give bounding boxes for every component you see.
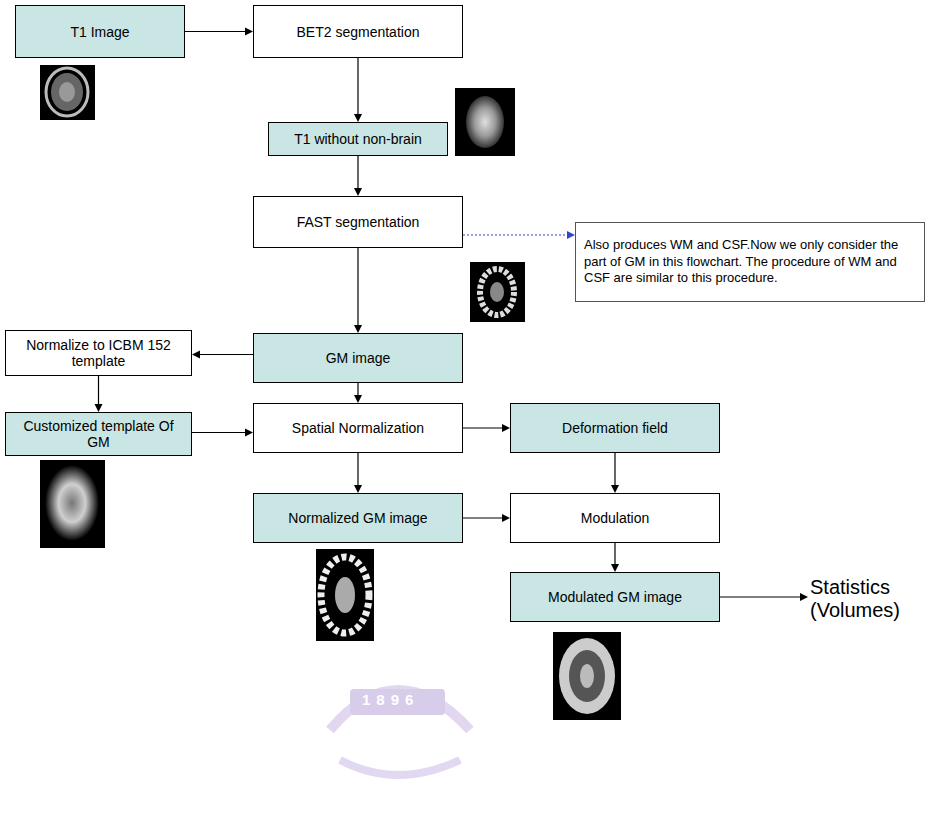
data-box: Normalized GM image: [253, 493, 463, 543]
flow-arrow: [354, 383, 362, 403]
box-text: Spatial Normalization: [292, 420, 424, 436]
process-box: FAST segmentation: [253, 196, 463, 248]
flow-arrow: [185, 28, 253, 36]
brain-thumbnail: [455, 88, 515, 156]
data-box: T1 without non-brain: [268, 122, 448, 156]
box-text: T1 without non-brain: [294, 131, 422, 147]
flow-arrow: [611, 543, 619, 572]
flow-arrow: [192, 351, 253, 359]
box-text: Normalized GM image: [288, 510, 427, 526]
process-box: Spatial Normalization: [253, 403, 463, 453]
process-box: Normalize to ICBM 152 template: [5, 330, 192, 376]
normalized-thumbnail: [316, 549, 374, 641]
data-box: Deformation field: [510, 403, 720, 453]
box-text: Deformation field: [562, 420, 668, 436]
box-text: Statistics (Volumes): [810, 576, 920, 622]
template-thumbnail: [40, 460, 105, 548]
data-box: Modulated GM image: [510, 572, 720, 622]
box-text: Modulation: [581, 510, 650, 526]
flow-arrow: [354, 248, 362, 333]
data-box: GM image: [253, 333, 463, 383]
output-text: Statistics (Volumes): [808, 572, 922, 626]
t1-thumbnail: [40, 65, 95, 120]
box-text: Also produces WM and CSF.Now we only con…: [584, 237, 916, 288]
flow-arrow: [95, 376, 103, 412]
box-text: Customized template Of GM: [12, 418, 185, 450]
box-text: FAST segmentation: [297, 214, 420, 230]
flow-arrow: [354, 453, 362, 493]
note-box: Also produces WM and CSF.Now we only con…: [575, 222, 925, 302]
box-text: Modulated GM image: [548, 589, 682, 605]
watermark-logo: [330, 689, 470, 775]
watermark-text: 1896: [362, 691, 419, 708]
process-box: Modulation: [510, 493, 720, 543]
flow-arrow: [354, 58, 362, 122]
flow-arrow: [354, 156, 362, 196]
flow-arrow: [720, 593, 808, 601]
box-text: BET2 segmentation: [297, 24, 420, 40]
box-text: T1 Image: [70, 24, 129, 40]
data-box: Customized template Of GM: [5, 412, 192, 456]
flow-arrow: [463, 514, 510, 522]
box-text: Normalize to ICBM 152 template: [12, 337, 185, 369]
flow-arrow: [463, 231, 575, 239]
process-box: BET2 segmentation: [253, 5, 463, 58]
flow-arrow: [192, 429, 253, 437]
flow-arrow: [463, 424, 510, 432]
gm-thumbnail: [470, 262, 525, 322]
box-text: GM image: [326, 350, 391, 366]
modulated-thumbnail: [553, 632, 621, 720]
flow-arrow: [611, 453, 619, 493]
data-box: T1 Image: [15, 5, 185, 58]
